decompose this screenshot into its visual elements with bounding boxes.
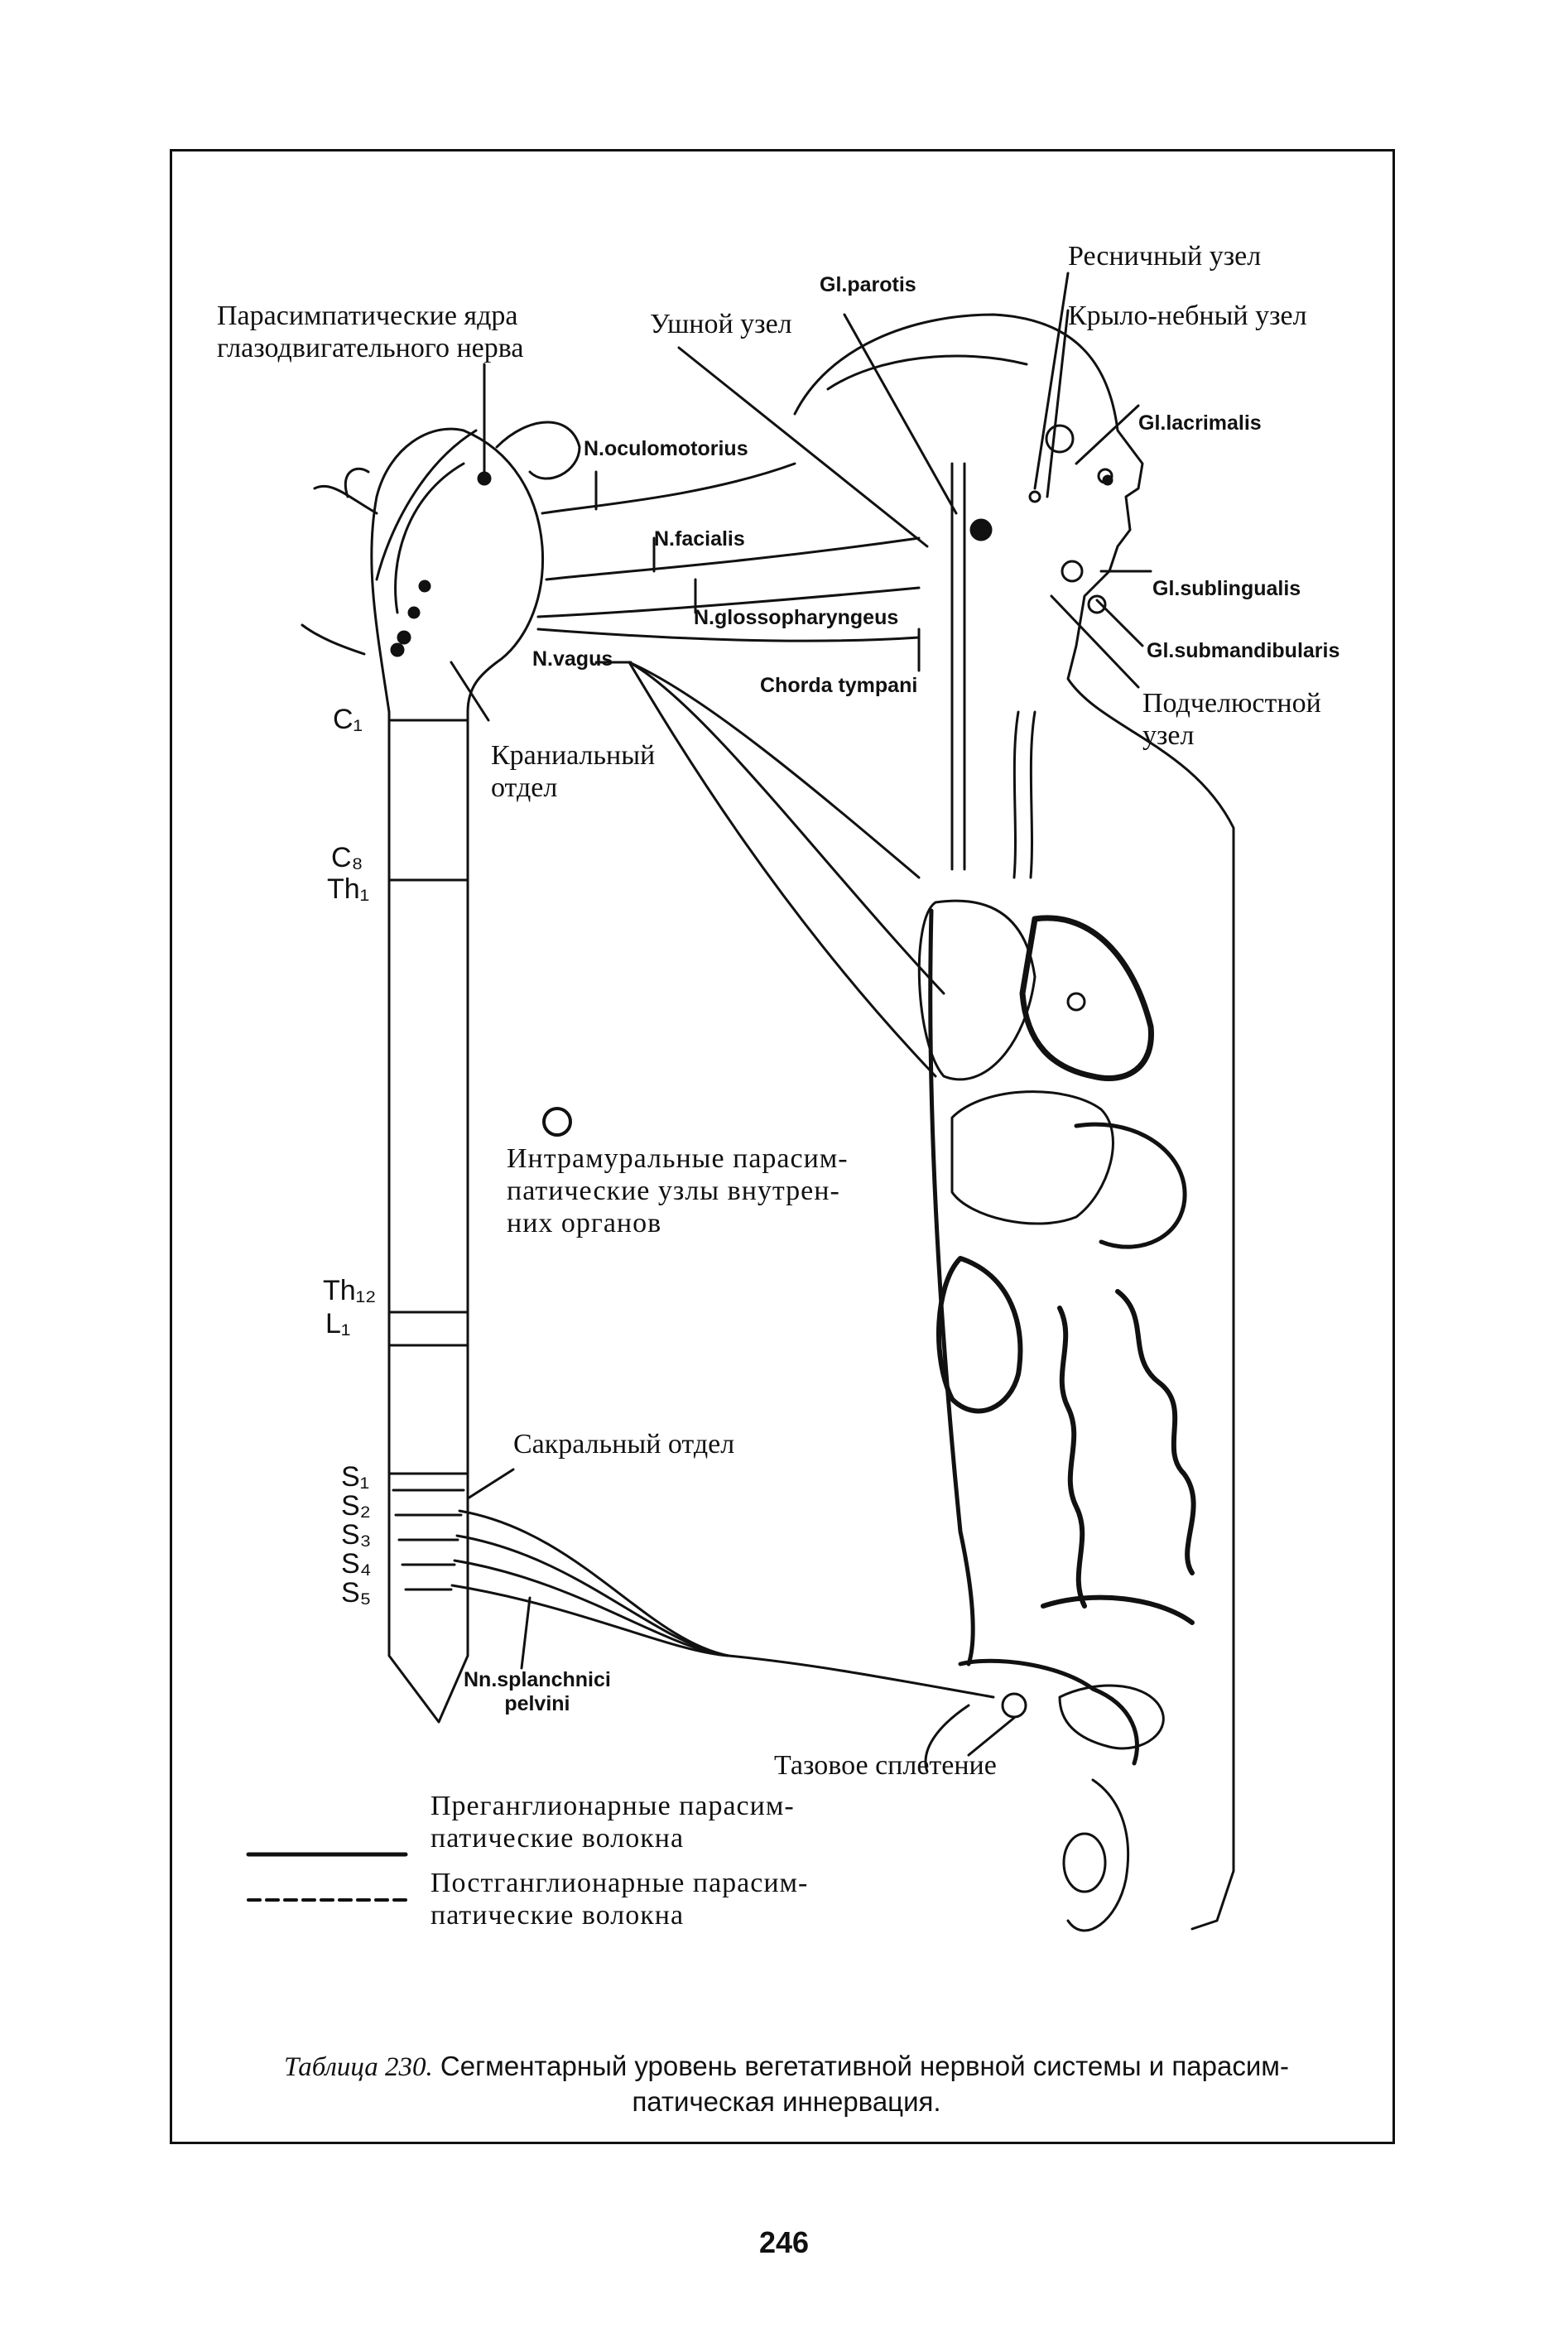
- label-ear-ganglion: Ушной узел: [650, 309, 792, 339]
- label-cranial-division: Краниальный отдел: [491, 740, 656, 804]
- label-n-oculomotorius: N.oculomotorius: [584, 437, 748, 460]
- segment-th12: Th₁₂: [323, 1275, 377, 1306]
- legend-preganglionic-label: Преганглионарные парасим- патические вол…: [430, 1791, 795, 1854]
- label-n-glossopharyngeus: N.glossopharyngeus: [694, 606, 899, 629]
- label-ciliary-ganglion: Ресничный узел: [1068, 241, 1262, 272]
- segment-s5: S₅: [341, 1577, 372, 1609]
- segment-l1: L₁: [325, 1308, 351, 1339]
- ciliary-ganglion-node: [1028, 490, 1041, 503]
- intramural-ganglion-symbol: [542, 1107, 572, 1137]
- legend-postganglionic-label: Постганглионарные парасим- патические во…: [430, 1868, 809, 1931]
- label-submandibular-ganglion: Подчелюстной узел: [1142, 688, 1321, 752]
- label-nn-splanchnici-pelvini: Nn.splanchnici pelvini: [464, 1668, 611, 1715]
- label-n-facialis: N.facialis: [654, 527, 745, 551]
- figure-frame: [170, 149, 1395, 2144]
- page-number: 246: [758, 2225, 810, 2259]
- segment-s3: S₃: [341, 1519, 372, 1551]
- otic-ganglion-node: [969, 518, 993, 541]
- label-n-vagus: N.vagus: [532, 647, 613, 671]
- label-sacral-division: Сакральный отдел: [513, 1429, 735, 1460]
- label-gl-parotis: Gl.parotis: [820, 273, 916, 296]
- caption-text: Сегментарный уровень вегетативной нервно…: [440, 2051, 1289, 2118]
- n-vagus-fiber: [628, 661, 921, 879]
- segment-s2: S₂: [341, 1490, 371, 1522]
- label-chorda-tympani: Chorda tympani: [760, 674, 918, 697]
- segment-c1: C₁: [333, 704, 363, 735]
- sacral-fiber: [458, 1509, 730, 1657]
- label-gl-submandibularis: Gl.submandibularis: [1147, 639, 1340, 662]
- nucleus-oculomotor: [477, 471, 492, 486]
- lung: [917, 899, 1037, 1081]
- spinal-cord: [387, 710, 469, 1724]
- label-intramural-ganglia: Интрамуральные парасим- патические узлы …: [507, 1143, 849, 1239]
- brainstem: [370, 427, 545, 714]
- label-pelvic-plexus: Тазовое сплетение: [774, 1750, 997, 1781]
- label-parasymp-nuclei: Парасимпатические ядра глазодвигательног…: [217, 301, 524, 364]
- pelvic-ganglion-node: [1001, 1692, 1027, 1719]
- segment-s1: S₁: [341, 1461, 370, 1493]
- segment-th1: Th₁: [327, 873, 370, 905]
- segment-s4: S₄: [341, 1548, 372, 1580]
- label-gl-lacrimalis: Gl.lacrimalis: [1138, 411, 1262, 435]
- segment-c8: C₈: [331, 842, 363, 873]
- figure-caption: Таблица 230. Сегментарный уровень вегета…: [215, 2049, 1358, 2119]
- caption-table-label: Таблица 230.: [284, 2052, 433, 2082]
- label-gl-sublingualis: Gl.sublingualis: [1152, 577, 1301, 600]
- label-pterygopalatine-ganglion: Крыло-небный узел: [1068, 301, 1307, 331]
- head-outline: [793, 313, 1235, 1931]
